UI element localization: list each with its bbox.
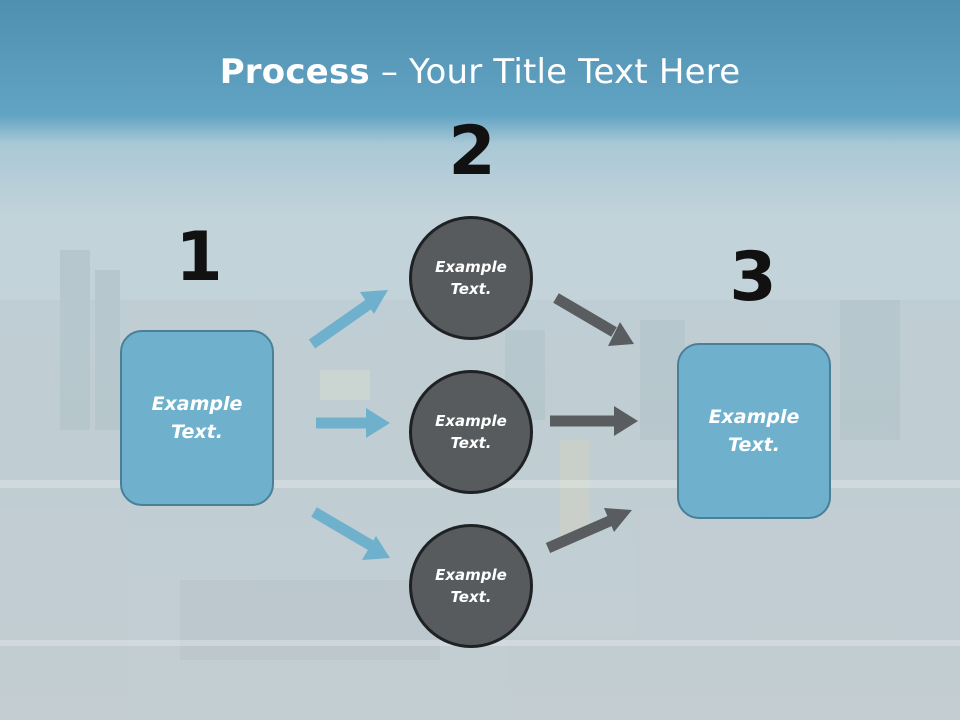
circle-bottom[interactable]: Example Text. <box>409 524 533 648</box>
step-1-label: Example Text. <box>151 392 243 444</box>
title-bold: Process <box>219 52 370 92</box>
circle-bottom-label: Example Text. <box>435 565 507 607</box>
circle-middle[interactable]: Example Text. <box>409 370 533 494</box>
step-number-3: 3 <box>729 238 777 317</box>
step-3-box[interactable]: Example Text. <box>677 343 831 519</box>
circle-middle-label: Example Text. <box>435 411 507 453</box>
step-3-label: Example Text. <box>708 405 800 457</box>
circle-top-label: Example Text. <box>435 257 507 299</box>
step-number-2: 2 <box>448 112 496 191</box>
title-rest: – Your Title Text Here <box>369 52 741 92</box>
circle-top[interactable]: Example Text. <box>409 216 533 340</box>
slide-title: Process – Your Title Text Here <box>0 52 960 92</box>
step-number-1: 1 <box>175 218 223 297</box>
step-1-box[interactable]: Example Text. <box>120 330 274 506</box>
